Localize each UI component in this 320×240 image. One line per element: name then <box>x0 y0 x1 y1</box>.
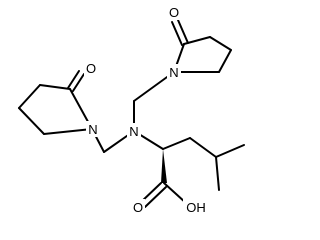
left-carbonyl-double-bond <box>67 70 85 92</box>
bond-left-ring-c5-n <box>43 128 93 135</box>
svg-text:OH: OH <box>186 200 206 215</box>
atom-oxygen-top: O <box>167 4 181 20</box>
bond-top-ring-c4-c5 <box>218 49 232 73</box>
bond-left-ring-c2-c3 <box>39 84 71 90</box>
svg-text:O: O <box>86 61 96 76</box>
atom-nitrogen-left: N <box>86 121 100 137</box>
atom-oxygen-left: O <box>84 60 98 76</box>
stereo-wedge-bond <box>161 149 167 183</box>
bond-left-ring-c4-c5 <box>18 107 45 135</box>
structure-diagram: O N O N N O OH <box>18 4 245 215</box>
bond-gamma-methyl-upper <box>215 144 245 158</box>
atom-oxygen-carboxyl: O <box>131 199 145 215</box>
atom-hydroxyl: OH <box>183 199 209 215</box>
bond-top-ring-c3-c4 <box>209 36 232 51</box>
svg-text:O: O <box>169 5 179 20</box>
atom-nitrogen-central: N <box>127 123 141 139</box>
atom-nitrogen-top: N <box>167 64 181 80</box>
bond-alpha-beta <box>162 137 191 150</box>
top-carbonyl-double-bond <box>171 19 189 46</box>
bond-gamma-methyl-lower <box>215 156 220 191</box>
left-pyrrolidinone-ring <box>18 84 93 135</box>
svg-text:O: O <box>133 200 143 215</box>
top-pyrrolidinone-ring <box>173 36 232 73</box>
bond-carboxyl-c-oh <box>163 182 187 204</box>
bond-left-ring-c3-c4 <box>18 84 41 109</box>
svg-text:N: N <box>129 124 138 139</box>
svg-text:N: N <box>169 65 178 80</box>
svg-text:N: N <box>88 122 97 137</box>
bond-beta-gamma <box>189 137 217 158</box>
molecule-svg: O N O N N O OH <box>18 4 245 215</box>
